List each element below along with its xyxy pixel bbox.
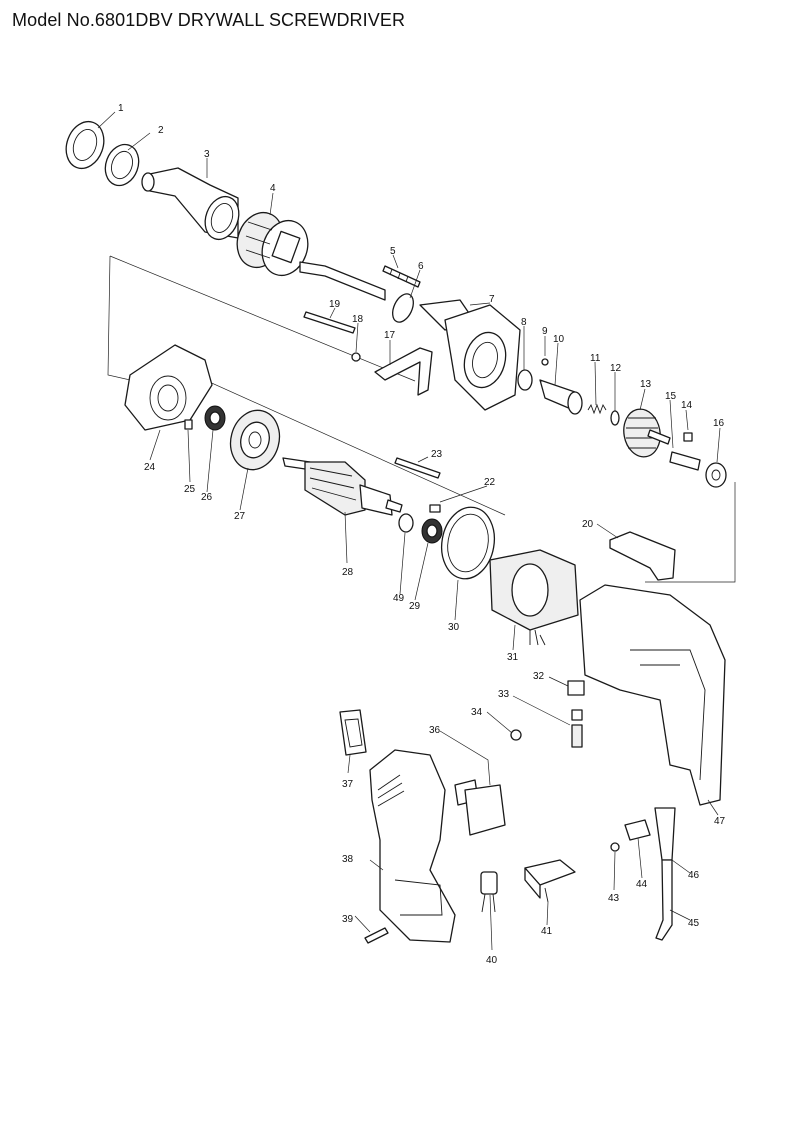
part-31-field xyxy=(489,549,579,646)
part-4-clutch xyxy=(236,211,309,277)
part-9-ball xyxy=(541,358,549,366)
callout-45: 45 xyxy=(688,918,700,929)
callout-47: 47 xyxy=(714,816,726,827)
part-43-screw xyxy=(610,842,620,852)
callout-36: 36 xyxy=(429,725,441,736)
part-12-washer xyxy=(610,410,620,426)
callout-14: 14 xyxy=(681,400,693,411)
callout-41: 41 xyxy=(541,926,553,937)
callout-46: 46 xyxy=(688,870,700,881)
part-2-ring xyxy=(104,143,140,187)
part-19-screw xyxy=(303,311,356,334)
callout-11: 11 xyxy=(590,353,601,364)
callout-18: 18 xyxy=(352,314,364,325)
part-10-spindle xyxy=(539,379,583,415)
part-49-washer xyxy=(398,513,414,533)
part-15-shaft xyxy=(669,451,701,471)
leader-lines xyxy=(97,111,721,951)
callout-32: 32 xyxy=(533,671,545,682)
part-41-terminal xyxy=(524,859,576,903)
part-37-badge xyxy=(339,709,367,756)
diagram-title: Model No.6801DBV DRYWALL SCREWDRIVER xyxy=(12,10,406,30)
callout-10: 10 xyxy=(553,334,565,345)
callout-5: 5 xyxy=(390,246,396,257)
callout-9: 9 xyxy=(542,326,548,337)
callout-40: 40 xyxy=(486,955,498,966)
callout-25: 25 xyxy=(184,484,196,495)
callout-6: 6 xyxy=(418,261,424,272)
callout-2: 2 xyxy=(158,125,164,136)
part-40-capacitor xyxy=(480,871,498,913)
part-36-switch xyxy=(454,779,506,836)
part-28-armature xyxy=(282,457,403,516)
part-45-cord xyxy=(655,859,673,941)
part-26-bearing xyxy=(204,405,226,431)
callout-23: 23 xyxy=(431,449,443,460)
callout-15: 15 xyxy=(665,391,677,402)
callout-38: 38 xyxy=(342,854,354,865)
part-22-key xyxy=(429,504,441,513)
callout-3: 3 xyxy=(204,149,210,160)
callout-17: 17 xyxy=(384,330,396,341)
part-14-key xyxy=(683,432,693,442)
part-39-screw xyxy=(364,927,389,944)
part-20-cover xyxy=(609,531,676,581)
part-38-handle xyxy=(369,749,456,943)
callout-33: 33 xyxy=(498,689,510,700)
part-6-seal xyxy=(392,293,414,323)
callout-49: 49 xyxy=(393,593,405,604)
callout-26: 26 xyxy=(201,492,213,503)
callout-31: 31 xyxy=(507,652,519,663)
callout-12: 12 xyxy=(610,363,622,374)
part-46-cord-guard xyxy=(654,807,676,861)
callout-43: 43 xyxy=(608,893,620,904)
callout-30: 30 xyxy=(448,622,460,633)
callout-44: 44 xyxy=(636,879,648,890)
callout-16: 16 xyxy=(713,418,725,429)
part-18-screw xyxy=(351,352,361,362)
part-1-ring xyxy=(65,120,105,170)
callout-29: 29 xyxy=(409,601,421,612)
part-16-bearing xyxy=(705,462,727,488)
callout-7: 7 xyxy=(489,294,495,305)
part-8-bearing xyxy=(517,369,533,391)
part-27-fan xyxy=(229,409,281,471)
part-44-clamp xyxy=(624,819,651,841)
callout-39: 39 xyxy=(342,914,354,925)
part-17-bracket xyxy=(374,347,433,396)
part-5-screw xyxy=(382,265,421,288)
part-23-screw xyxy=(394,457,441,479)
part-11-spring xyxy=(587,403,607,415)
part-29-bearing xyxy=(421,518,443,544)
callout-24: 24 xyxy=(144,462,156,473)
part-3-sleeve xyxy=(141,167,240,241)
callout-1: 1 xyxy=(118,103,124,114)
part-30-baffle xyxy=(440,506,496,580)
callout-37: 37 xyxy=(342,779,354,790)
part-25-pin xyxy=(184,419,193,430)
part-32-cap xyxy=(567,680,585,696)
callout-34: 34 xyxy=(471,707,483,718)
part-34-screw xyxy=(510,729,522,741)
callout-4: 4 xyxy=(270,183,276,194)
spindle xyxy=(299,261,386,301)
motor-housing xyxy=(579,584,726,806)
callout-labels: 1 2 3 4 5 6 7 8 9 10 11 12 13 14 15 16 1… xyxy=(118,103,726,966)
callout-27: 27 xyxy=(234,511,246,522)
callout-19: 19 xyxy=(329,299,341,310)
part-7-gear-housing xyxy=(419,299,521,411)
part-33-brush xyxy=(571,709,583,748)
callout-13: 13 xyxy=(640,379,652,390)
part-13-gear xyxy=(623,408,671,458)
callout-20: 20 xyxy=(582,519,594,530)
callout-8: 8 xyxy=(521,317,527,328)
callout-22: 22 xyxy=(484,477,496,488)
part-24-cover xyxy=(124,344,213,431)
callout-28: 28 xyxy=(342,567,354,578)
